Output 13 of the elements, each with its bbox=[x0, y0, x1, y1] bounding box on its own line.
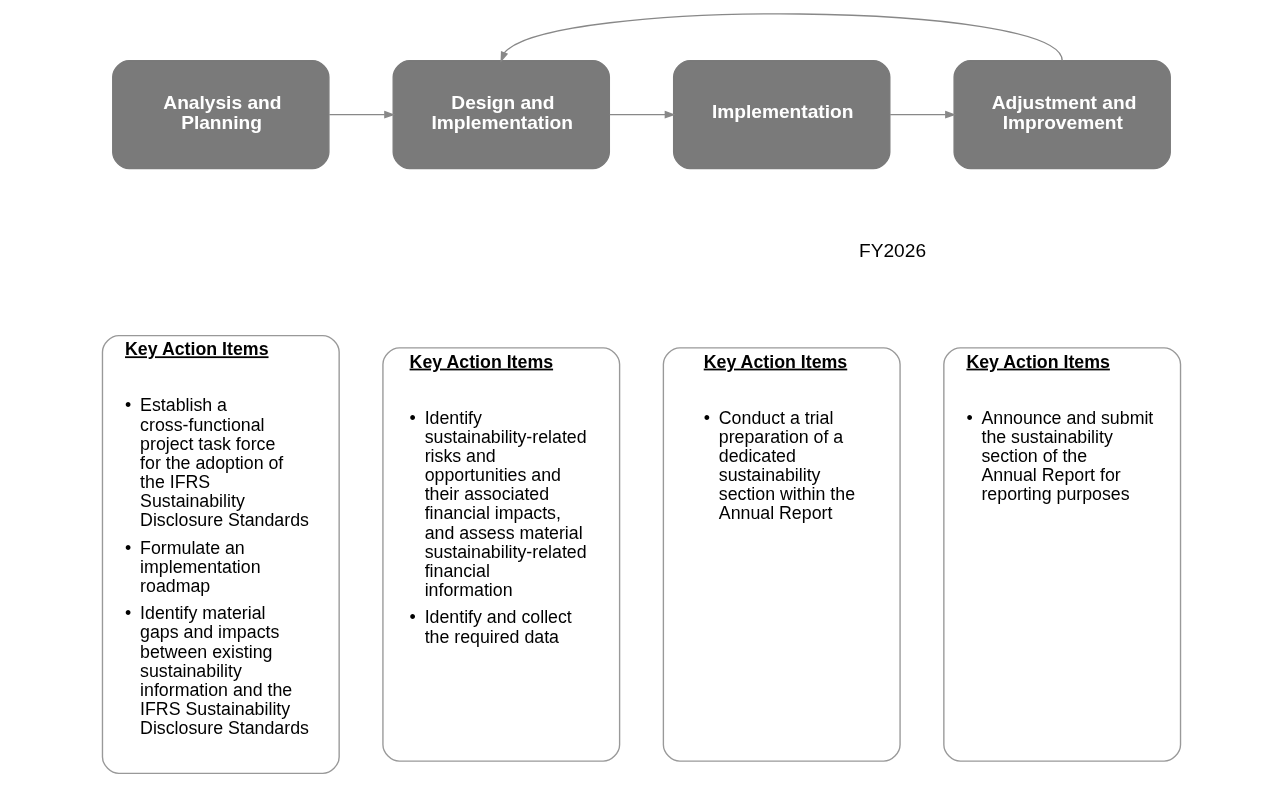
arrow bbox=[328, 110, 395, 119]
arrow bbox=[500, 13, 1063, 63]
node-box: Key Action Items • Conduct a trial preparation of a dedicated sustainability section within the Annual Report bbox=[662, 347, 901, 762]
node-box: Implementation bbox=[672, 59, 890, 170]
label: FY2026 bbox=[858, 240, 926, 262]
node-box: Adjustment and Improvement bbox=[952, 59, 1171, 170]
node-box: Key Action Items • Identify sustainability-related risks and opportunities and their associated financial impacts, and assess material sustainability-related financial information • Identify and collect the required data bbox=[381, 347, 620, 762]
node-box: Analysis and Planning bbox=[111, 59, 330, 170]
node-box: Key Action Items • Establish a cross-functional project task force for the adoption of the IFRS Sustainability Disclosure Standards • Formulate an implementation roadmap • Identify material gaps and impacts between existing sustainability information and the IFRS Sustainability Disclosure Standards bbox=[101, 334, 340, 775]
node-box: Design and Implementation bbox=[392, 59, 610, 170]
arrow bbox=[889, 110, 956, 119]
node-box: Key Action Items • Announce and submit the sustainability section of the Annual Report for reporting purposes bbox=[942, 347, 1181, 762]
arrow bbox=[608, 110, 676, 119]
